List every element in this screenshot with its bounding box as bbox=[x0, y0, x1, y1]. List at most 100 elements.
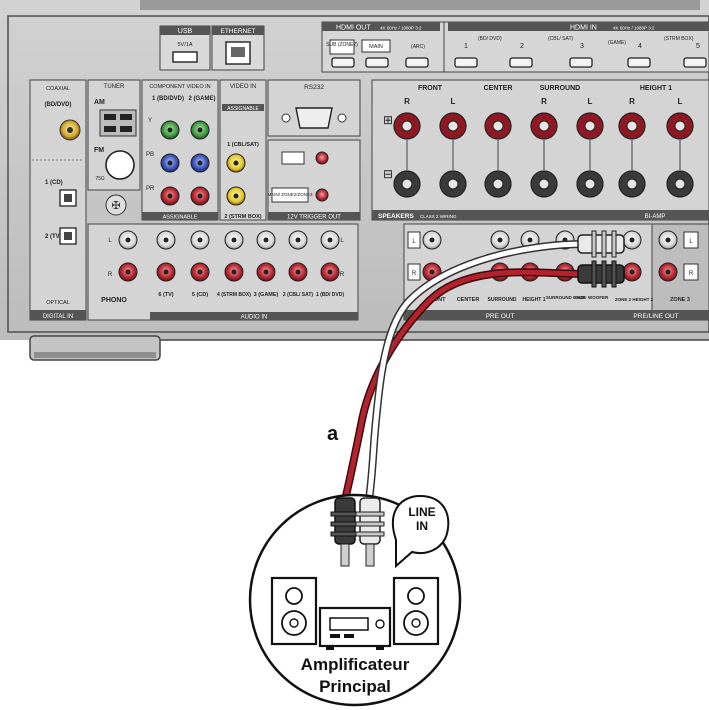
hdmi-in-5-port[interactable] bbox=[683, 57, 707, 68]
coaxial-label: COAXIAL bbox=[46, 86, 70, 92]
video-assignable-label: ASSIGNABLE bbox=[227, 106, 259, 112]
phono-l-label: L bbox=[108, 238, 112, 244]
usb-port[interactable] bbox=[172, 51, 198, 63]
hdmi-in-4-port[interactable] bbox=[627, 57, 651, 68]
component-pb-label: PB bbox=[146, 152, 154, 158]
usb-label: USB bbox=[178, 28, 193, 35]
bi-amp-label: BI-AMP bbox=[645, 214, 666, 220]
speaker-front-label: FRONT bbox=[418, 85, 443, 92]
usb-section: USB 5V/1A bbox=[159, 25, 211, 71]
speaker-surround-label: SURROUND bbox=[540, 85, 580, 92]
hdmi-in-2-name: (CBL/ SAT) bbox=[548, 36, 574, 42]
video-in-2-label: 2 (STRM BOX) bbox=[224, 214, 261, 220]
plus-icon: ⊞ bbox=[383, 113, 393, 127]
hdmi-in-3-num: 3 bbox=[580, 43, 584, 50]
am-label: AM bbox=[94, 99, 105, 106]
component-video-section: COMPONENT VIDEO IN 1 (BD/DVD) 2 (GAME) Y… bbox=[141, 79, 219, 221]
hdmi-in-4-num: 4 bbox=[638, 43, 642, 50]
pre-out-height-label: HEIGHT 1 bbox=[522, 297, 545, 303]
pre-out-center-label: CENTER bbox=[457, 297, 480, 303]
pre-out-l-label: L bbox=[412, 239, 416, 245]
fm-antenna-jack[interactable] bbox=[105, 150, 135, 180]
speaker-terminals bbox=[393, 112, 694, 198]
audio-in-jacks bbox=[125, 230, 340, 282]
hdmi-out-arc-port[interactable] bbox=[405, 57, 429, 68]
zone3-r-label: R bbox=[689, 271, 694, 277]
trigger-1-jack[interactable] bbox=[315, 151, 329, 165]
audio-in-6-label: 6 (TV) bbox=[158, 292, 173, 298]
rs232-port[interactable] bbox=[295, 107, 333, 129]
pre-out-surround-label: SURROUND bbox=[488, 297, 517, 303]
speakers-label: SPEAKERS bbox=[378, 213, 414, 220]
speaker-height-l-label: L bbox=[678, 97, 683, 106]
hdmi-in-4-name: (STRM BOX) bbox=[664, 36, 694, 42]
zone3-l-label: L bbox=[689, 239, 693, 245]
speaker-height-r-label: R bbox=[629, 97, 635, 106]
optical-label: OPTICAL bbox=[46, 300, 70, 306]
audio-in-1-label: 1 (BD/ DVD) bbox=[316, 292, 344, 298]
right-speaker-icon bbox=[392, 576, 440, 646]
pre-line-out-label: PRE/LINE OUT bbox=[633, 313, 678, 320]
svg-text:✠: ✠ bbox=[111, 200, 120, 212]
speakers-section: FRONT CENTER SURROUND HEIGHT 1 R L R L R… bbox=[371, 79, 709, 221]
tuner-section: TUNER AM FM 75Ω ✠ bbox=[87, 79, 141, 216]
hdmi-in-3-port[interactable] bbox=[569, 57, 593, 68]
pre-out-front-label: FRONT bbox=[427, 297, 447, 303]
rs232-section: RS232 bbox=[267, 79, 361, 137]
trigger-2-jack[interactable] bbox=[315, 188, 329, 202]
device-label: Amplificateur Principal bbox=[300, 655, 410, 696]
hdmi-in-sub-label: 4K 60Hz / 1080P 3:2 bbox=[613, 26, 655, 31]
left-speaker-icon bbox=[270, 576, 318, 646]
component-1-label: 1 (BD/DVD) bbox=[152, 96, 184, 102]
component-y-label: Y bbox=[148, 118, 152, 124]
video-in-label: VIDEO IN bbox=[230, 84, 256, 90]
audio-in-2-label: 2 (CBL/ SAT) bbox=[283, 292, 314, 298]
ethernet-section: ETHERNET bbox=[211, 25, 265, 71]
hdmi-out-sub-port[interactable] bbox=[331, 57, 355, 68]
am-terminal[interactable] bbox=[99, 109, 137, 137]
speaker-front-l-label: L bbox=[451, 97, 456, 106]
speaker-front-r-label: R bbox=[404, 97, 410, 106]
trigger-section: MAIN/ ZONE2/ZONE3 12V TRIGGER OUT bbox=[267, 139, 361, 221]
component-label: COMPONENT VIDEO IN bbox=[149, 84, 210, 90]
phono-r-label: R bbox=[108, 272, 113, 278]
speakers-sub-label: CLASS 2 WIRING bbox=[420, 214, 457, 219]
component-pr-label: PR bbox=[146, 186, 155, 192]
minus-icon: ⊟ bbox=[383, 167, 393, 181]
component-2-label: 2 (GAME) bbox=[189, 96, 216, 102]
pre-out-r-label: R bbox=[412, 271, 417, 277]
optical-2-label: 2 (TV) bbox=[45, 234, 62, 240]
hdmi-in-2-num: 2 bbox=[520, 43, 524, 50]
hdmi-out-label: HDMI OUT bbox=[336, 25, 371, 32]
rca-plug-white-receiver bbox=[577, 230, 625, 258]
audio-r-label: R bbox=[340, 272, 345, 278]
ground-screw-icon bbox=[105, 194, 127, 216]
video-in-section: VIDEO IN ASSIGNABLE 1 (CBL/SAT) 2 (STRM … bbox=[219, 79, 267, 221]
amplifier-unit-icon bbox=[318, 606, 392, 650]
hdmi-out-main-port[interactable] bbox=[365, 57, 389, 68]
optical-1-label: 1 (CD) bbox=[45, 180, 63, 186]
trigger-label: 12V TRIGGER OUT bbox=[287, 215, 341, 221]
pre-out-surround-back-label: SURROUND BACK bbox=[546, 295, 587, 300]
usb-sub-label: 5V/1A bbox=[178, 42, 193, 48]
speaker-center-label: CENTER bbox=[484, 85, 513, 92]
hdmi-in-3-name: (GAME) bbox=[608, 40, 626, 46]
fm-label: FM bbox=[94, 147, 104, 154]
ethernet-label: ETHERNET bbox=[220, 28, 255, 35]
speaker-surround-r-label: R bbox=[541, 97, 547, 106]
rca-plug-red-receiver bbox=[577, 260, 625, 288]
line-in-label: LINE IN bbox=[408, 505, 436, 533]
zone2-label: ZONE 2 HEIGHT 2 bbox=[615, 297, 654, 302]
hdmi-out-sub-label: 4K 60Hz / 1080P 3:2 bbox=[380, 26, 422, 31]
audio-in-label: AUDIO IN bbox=[241, 315, 268, 321]
audio-l-label: L bbox=[340, 238, 344, 244]
phono-label: PHONO bbox=[101, 297, 127, 304]
audio-in-4-label: 4 (STRM BOX) bbox=[217, 292, 251, 298]
audio-in-3-label: 3 (GAME) bbox=[254, 292, 279, 298]
digital-in-section: COAXIAL (BD/DVD) 1 (CD) 2 (TV) OPTICAL D… bbox=[29, 79, 87, 321]
hdmi-out-arc-port-label: (ARC) bbox=[411, 44, 425, 50]
hdmi-in-2-port[interactable] bbox=[509, 57, 533, 68]
pre-out-subwoofer-label: SUB- WOOFER bbox=[576, 295, 609, 300]
hdmi-in-1-port[interactable] bbox=[454, 57, 478, 68]
